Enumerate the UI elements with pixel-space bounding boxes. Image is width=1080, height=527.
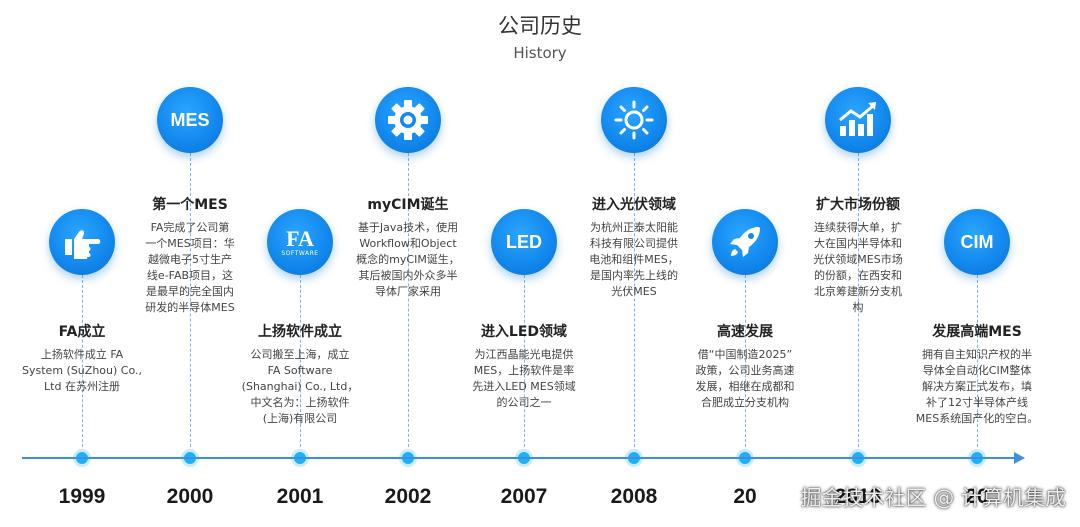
- year-label: 20: [733, 485, 757, 508]
- page-title: 公司历史: [498, 14, 582, 38]
- timeline-arrow-icon: [1014, 452, 1025, 464]
- year-label: 2000: [166, 485, 214, 508]
- connector-line: [634, 153, 635, 457]
- description-line: 光伏MES: [611, 285, 657, 298]
- description-line: 线e-FAB项目，这: [146, 269, 234, 282]
- description-line: 基于Java技术，使用: [357, 221, 459, 234]
- description-line: 大在国内半导体和: [814, 237, 902, 250]
- year-label: 2001: [276, 485, 324, 508]
- event-title: 高速发展: [717, 324, 773, 340]
- page-subtitle: History: [513, 44, 567, 62]
- growth-chart-icon: [825, 87, 891, 153]
- event-title: 扩大市场份额: [816, 197, 900, 213]
- description-line: 解决方案正式发布，填: [922, 380, 1032, 393]
- connector-line: [82, 275, 83, 457]
- description-line: 光伏领域MES市场: [813, 253, 903, 266]
- event-description: 连续获得大单，扩大在国内半导体和光伏领域MES市场的份额，在西安和北京筹建新分支…: [783, 220, 933, 316]
- connector-line: [524, 275, 525, 457]
- description-line: 构: [852, 301, 864, 314]
- event-description: FA完成了公司第一个MES项目：华越微电子5寸生产线e-FAB项目，这是最早的完…: [115, 220, 265, 316]
- description-line: 概念的myCIM诞生，: [356, 253, 460, 266]
- event-title: 发展高端MES: [932, 324, 1022, 340]
- rocket-icon: [712, 209, 778, 275]
- description-line: FA Software: [267, 364, 333, 377]
- icon-label: MES: [170, 109, 210, 130]
- year-label: 20: [965, 485, 989, 508]
- description-line: 中文名为：上扬软件: [250, 396, 350, 409]
- event-title: 进入光伏领域: [592, 197, 676, 213]
- description-line: 为杭州正泰太阳能: [590, 221, 678, 234]
- description-line: 政策，公司业务高速: [695, 364, 795, 377]
- description-line: 是国内率先上线的: [590, 269, 678, 282]
- year-label: 1999: [58, 485, 106, 508]
- event-title: FA成立: [58, 324, 106, 340]
- description-line: Ltd 在苏州注册: [44, 380, 120, 393]
- description-line: 补了12寸半导体产线: [926, 396, 1028, 409]
- event-description: 拥有自主知识产权的半导体全自动化CIM整体解决方案正式发布，填补了12寸半导体产…: [902, 347, 1052, 427]
- description-line: 公司搬至上海，成立: [250, 348, 350, 361]
- description-line: 一个MES项目：华: [145, 237, 235, 250]
- led-badge-icon: LED: [491, 209, 557, 275]
- description-line: MES系统国产化的空白。: [915, 412, 1039, 425]
- event-title: 进入LED领域: [480, 324, 568, 340]
- description-line: 发展，相继在成都和: [695, 380, 795, 393]
- description-line: 导体全自动化CIM整体: [922, 364, 1032, 377]
- description-line: 越微电子5寸生产: [148, 253, 232, 266]
- description-line: 导体厂家采用: [375, 285, 441, 298]
- description-line: 连续获得大单，扩: [814, 221, 902, 234]
- description-line: 借“中国制造2025”: [697, 348, 793, 361]
- event-description: 为杭州正泰太阳能科技有限公司提供电池和组件MES， 是国内率先上线的光伏MES: [559, 220, 709, 300]
- description-line: (Shanghai) Co., Ltd，: [241, 380, 359, 393]
- gear-icon: [375, 87, 441, 153]
- event-description: 基于Java技术，使用 Workflow和Object 概念的myCIM诞生， 其后被…: [333, 220, 483, 300]
- sun-icon: [601, 87, 667, 153]
- description-line: 拥有自主知识产权的半: [922, 348, 1032, 361]
- description-line: System (SuZhou) Co.,: [22, 364, 142, 377]
- icon-label: FA: [286, 225, 314, 251]
- description-line: 的公司之一: [496, 396, 552, 409]
- description-line: MES，上扬软件是率: [473, 364, 575, 377]
- year-label: 2013: [834, 485, 882, 508]
- year-label: 2008: [610, 485, 658, 508]
- icon-label: CIM: [960, 231, 994, 252]
- description-line: 电池和组件MES，: [589, 253, 679, 266]
- connector-line: [190, 153, 191, 457]
- description-line: 北京筹建新分支机: [814, 285, 902, 298]
- description-line: 的份额，在西安和: [814, 269, 902, 282]
- description-line: 先进入LED MES领域: [472, 380, 576, 393]
- event-description: 公司搬至上海，成立 FA Software (Shanghai) Co., Ltd，…: [225, 347, 375, 427]
- description-line: 研发的半导体MES: [145, 301, 235, 314]
- description-line: Workflow和Object: [359, 237, 457, 250]
- event-title: 上扬软件成立: [258, 324, 342, 340]
- icon-sublabel: SOFTWARE: [281, 249, 319, 257]
- connector-line: [408, 153, 409, 457]
- event-description: 上扬软件成立 FA System (SuZhou) Co., Ltd 在苏州注册: [7, 347, 157, 395]
- cim-badge-icon: CIM: [944, 209, 1010, 275]
- connector-line: [977, 275, 978, 457]
- event-description: 为江西晶能光电提供 MES，上扬软件是率先进入LED MES领域的公司之一: [449, 347, 599, 411]
- pointing-hand-icon: [49, 209, 115, 275]
- event-title: myCIM诞生: [367, 197, 449, 213]
- watermark: 掘金技术社区 @ 计算机集成: [800, 486, 1066, 510]
- connector-line: [300, 275, 301, 457]
- year-label: 2007: [500, 485, 548, 508]
- description-line: 科技有限公司提供: [590, 237, 678, 250]
- description-line: 是最早的完全国内: [146, 285, 234, 298]
- connector-line: [745, 275, 746, 457]
- description-line: (上海)有限公司: [262, 412, 338, 425]
- description-line: 为江西晶能光电提供: [474, 348, 574, 361]
- timeline-axis: [22, 457, 1017, 459]
- description-line: FA完成了公司第: [150, 221, 230, 234]
- description-line: 合肥成立分支机构: [701, 396, 789, 409]
- mes-badge-icon: MES: [157, 87, 223, 153]
- connector-line: [858, 153, 859, 457]
- event-description: 借“中国制造2025” 政策，公司业务高速发展，相继在成都和合肥成立分支机构: [670, 347, 820, 411]
- description-line: 其后被国内外众多半: [358, 269, 458, 282]
- icon-label: LED: [506, 231, 542, 252]
- year-label: 2002: [384, 485, 432, 508]
- description-line: 上扬软件成立 FA: [40, 348, 124, 361]
- event-title: 第一个MES: [152, 197, 228, 213]
